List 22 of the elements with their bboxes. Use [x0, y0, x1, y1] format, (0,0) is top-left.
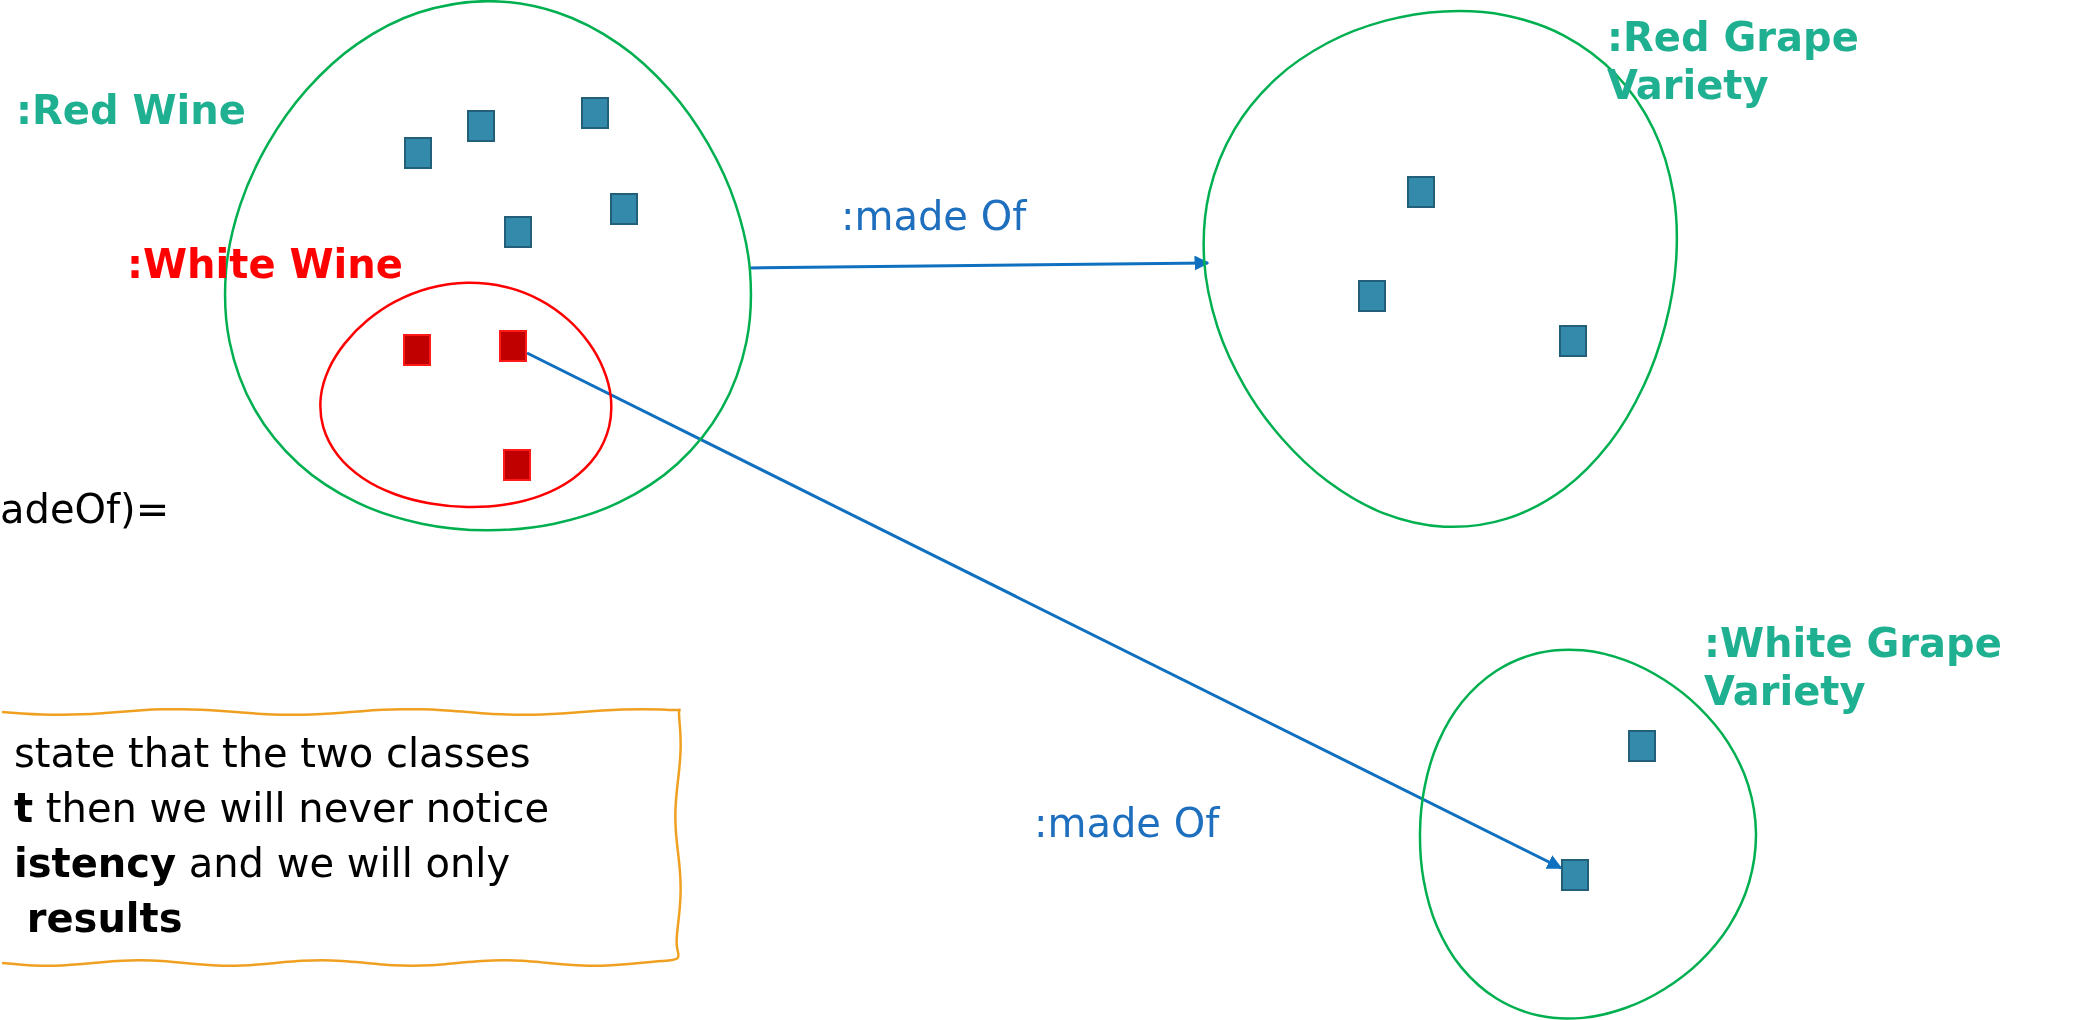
- instance-square: [1358, 280, 1386, 312]
- instance-square: [1407, 176, 1435, 208]
- instance-square: [581, 97, 609, 129]
- instance-square: [503, 449, 531, 481]
- instance-square: [1559, 325, 1587, 357]
- note-text: state that the two classes: [14, 730, 531, 776]
- instance-square: [504, 216, 532, 248]
- set-label: :White Grape Variety: [1704, 619, 2003, 715]
- instance-square: [1628, 730, 1656, 762]
- note-text: istency and we will only: [14, 840, 511, 886]
- arrow: [526, 351, 1563, 870]
- instance-square: [1561, 859, 1589, 891]
- arrow: [749, 255, 1210, 271]
- set-label: :Red Wine: [16, 86, 247, 134]
- note-text: results: [25, 895, 183, 941]
- instance-square: [610, 193, 638, 225]
- instance-square: [499, 330, 527, 362]
- note-text: t then we will never notice: [14, 785, 549, 831]
- instance-square: [403, 334, 431, 366]
- instance-square: [467, 110, 495, 142]
- instance-square: [404, 137, 432, 169]
- formula-text: adeOf)=: [0, 486, 170, 532]
